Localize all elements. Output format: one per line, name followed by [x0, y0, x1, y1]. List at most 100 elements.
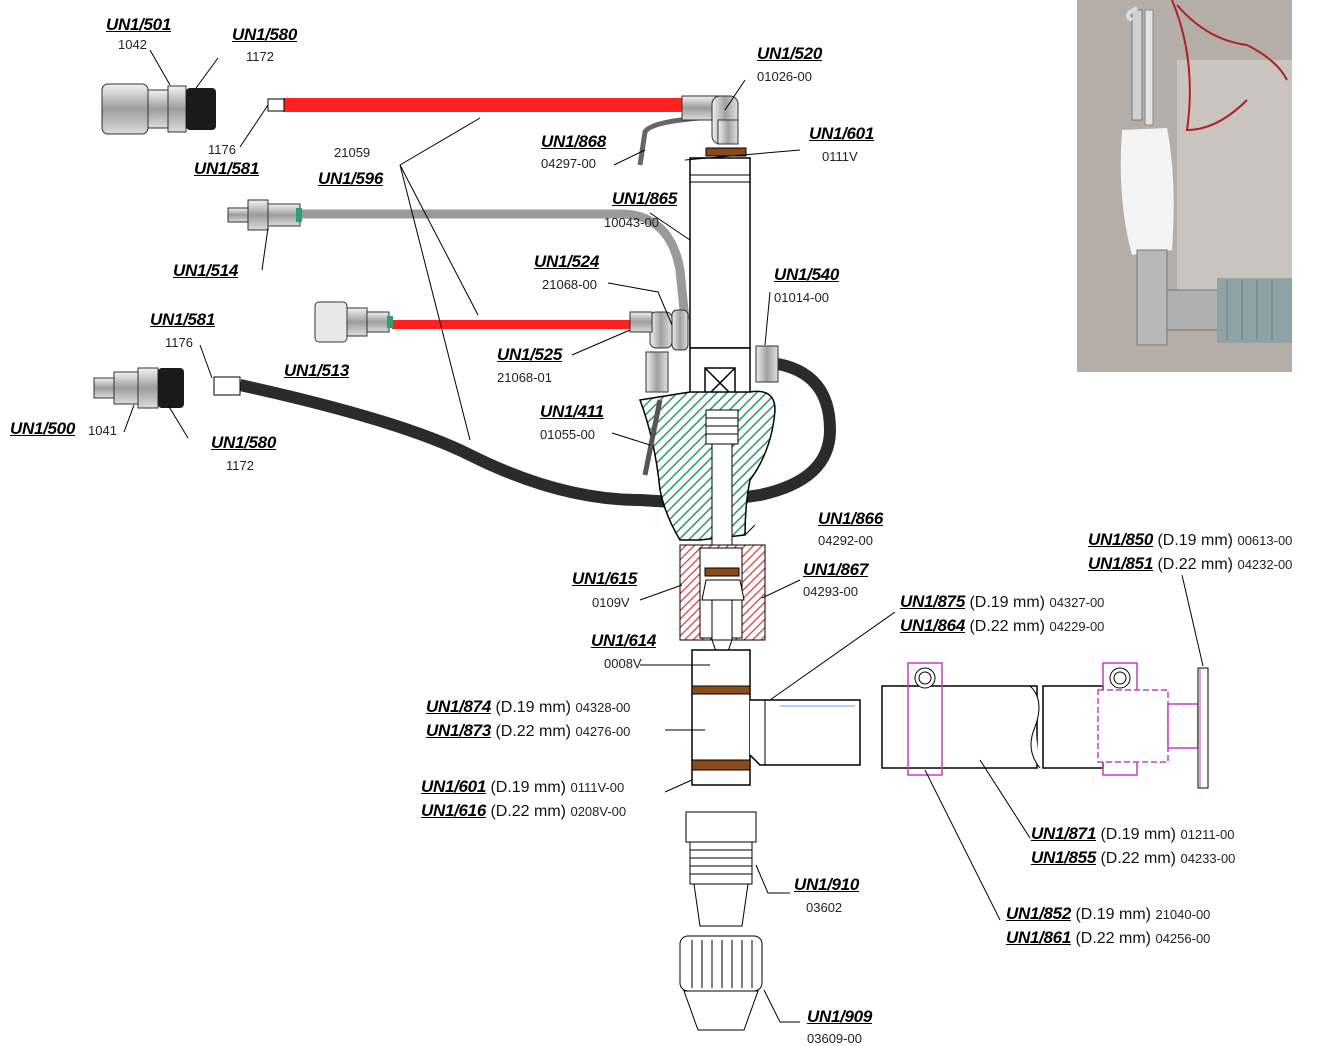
callout-part: UN1/601: [421, 777, 486, 796]
callout-code: 1042: [118, 37, 147, 52]
callout-part: UN1/866: [818, 509, 883, 528]
callout-dim: (D.19 mm): [495, 699, 572, 716]
callout-code: 01014-00: [774, 290, 829, 305]
callout-part: UN1/524: [534, 252, 599, 271]
callout-code: 01055-00: [540, 427, 595, 442]
callout-part: UN1/514: [173, 261, 238, 280]
callout-code: 21068-00: [542, 277, 597, 292]
callout-part: UN1/580: [211, 433, 276, 452]
callout-part: UN1/501: [106, 15, 171, 34]
red-hose-top: [267, 98, 683, 112]
valve-cylinder: [689, 157, 751, 349]
callout-part: UN1/596: [318, 169, 383, 188]
callout-part: UN1/864: [900, 616, 965, 635]
callout-part: UN1/616: [421, 801, 486, 820]
callout-part: UN1/615: [572, 569, 637, 588]
callout-code: 21059: [334, 145, 371, 160]
callout-dim: (D.22 mm): [1157, 556, 1234, 573]
callout-part: UN1/614: [591, 631, 656, 650]
pipe-assembly: [881, 662, 1209, 789]
fitting-513: [314, 301, 393, 343]
callout-code: 04328-00: [575, 700, 631, 715]
variant-callout-601-616: UN1/601 (D.19 mm) 0111V-00 UN1/616 (D.22…: [421, 778, 626, 820]
callout-part: UN1/540: [774, 265, 839, 284]
callout-part: UN1/868: [541, 132, 606, 151]
callout-dim: (D.19 mm): [969, 594, 1046, 611]
callout-dim: (D.19 mm): [490, 779, 567, 796]
leader-lines: [123, 49, 1204, 1023]
fitting-514: [227, 199, 302, 231]
callout-dim: (D.22 mm): [495, 723, 572, 740]
callout-dim: (D.19 mm): [1075, 906, 1152, 923]
callout-code: 21040-00: [1155, 907, 1211, 922]
callout-code: 10043-00: [604, 215, 659, 230]
callout-code: 04292-00: [818, 533, 873, 548]
quick-coupler-top: [101, 83, 216, 135]
callout-part: UN1/852: [1006, 904, 1071, 923]
callout-dim: (D.19 mm): [1157, 532, 1234, 549]
callout-code: 04256-00: [1155, 931, 1211, 946]
callout-part: UN1/525: [497, 345, 562, 364]
variant-callout-874-873: UN1/874 (D.19 mm) 04328-00 UN1/873 (D.22…: [426, 698, 630, 740]
elbow-fitting-top: [681, 95, 739, 145]
callout-code: 01211-00: [1180, 827, 1235, 842]
callout-part: UN1/513: [284, 361, 349, 380]
callout-code: 1172: [226, 458, 254, 473]
callout-part: UN1/867: [803, 560, 868, 579]
callout-part: UN1/874: [426, 697, 491, 716]
callout-dim: (D.19 mm): [1100, 826, 1177, 843]
knurled-cap: [679, 935, 763, 1031]
callout-part: UN1/601: [809, 124, 874, 143]
quick-coupler-bottom: [93, 367, 241, 409]
callout-code: 04229-00: [1049, 619, 1105, 634]
callout-part: UN1/581: [194, 159, 259, 178]
callout-code: 0008V: [604, 656, 642, 671]
variant-callout-871-855: UN1/871 (D.19 mm) 01211-00 UN1/855 (D.22…: [1031, 825, 1235, 867]
callout-code: 04233-00: [1180, 851, 1236, 866]
callout-dim: (D.22 mm): [490, 803, 567, 820]
callout-code: 1176: [165, 335, 193, 350]
callout-part: UN1/875: [900, 592, 965, 611]
callout-code: 1041: [88, 423, 117, 438]
callout-dim: (D.22 mm): [1075, 930, 1152, 947]
callout-part: UN1/851: [1088, 554, 1153, 573]
callout-part: UN1/850: [1088, 530, 1153, 549]
callout-code: 03602: [806, 900, 843, 915]
variant-callout-850-851: UN1/850 (D.19 mm) 00613-00 UN1/851 (D.22…: [1088, 531, 1292, 573]
callout-part: UN1/871: [1031, 824, 1096, 843]
callout-code: 01026-00: [757, 69, 812, 84]
callout-part: UN1/910: [794, 875, 859, 894]
callout-code: 04232-00: [1237, 557, 1293, 572]
callout-code: 04276-00: [575, 724, 631, 739]
callout-part: UN1/861: [1006, 928, 1071, 947]
callout-code: 0111V-00: [570, 780, 625, 795]
callout-part: UN1/500: [10, 419, 75, 438]
product-photo: [1077, 0, 1292, 372]
cone-tip: [685, 811, 757, 927]
black-hose: [238, 356, 837, 508]
callout-part: UN1/873: [426, 721, 491, 740]
callout-code: 04297-00: [541, 156, 596, 171]
callout-code: 0208V-00: [570, 804, 627, 819]
callout-part: UN1/855: [1031, 848, 1096, 867]
callout-code: 04327-00: [1049, 595, 1105, 610]
gray-hose: [300, 209, 690, 321]
callout-code: 03609-00: [807, 1031, 862, 1046]
variant-callout-852-861: UN1/852 (D.19 mm) 21040-00 UN1/861 (D.22…: [1006, 905, 1210, 947]
callout-part: UN1/580: [232, 25, 297, 44]
trigger-lever: [642, 399, 663, 476]
variant-callout-875-864: UN1/875 (D.19 mm) 04327-00 UN1/864 (D.22…: [900, 593, 1104, 635]
callout-code: 21068-01: [497, 370, 552, 385]
callout-code: 0109V: [592, 595, 630, 610]
callout-dim: (D.22 mm): [1100, 850, 1177, 867]
callout-part: UN1/520: [757, 44, 822, 63]
callout-code: 0111V: [822, 149, 858, 164]
callout-part: UN1/909: [807, 1007, 872, 1026]
callout-part: UN1/581: [150, 310, 215, 329]
red-hose-mid: [392, 320, 637, 329]
small-fittings: [629, 309, 779, 393]
handle-hatched: [638, 390, 776, 541]
tee-body: [691, 649, 861, 786]
callout-part: UN1/865: [612, 189, 677, 208]
